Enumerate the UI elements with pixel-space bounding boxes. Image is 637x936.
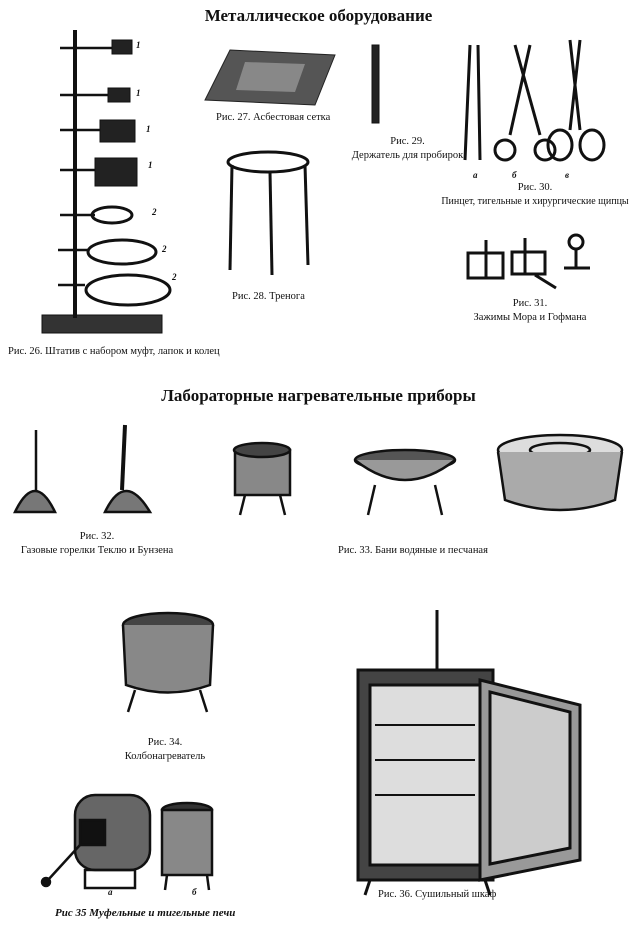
figure-30-tongs-illustration (463, 39, 606, 162)
figure-29-tube-holder-illustration (371, 44, 380, 124)
fig27-caption: Рис. 27. Асбестовая сетка (216, 112, 331, 123)
fig26-caption: Рис. 26. Штатив с набором муфт, лапок и … (8, 346, 220, 357)
fig32-number: Рис. 32. (79, 531, 115, 542)
fig26-label: 1 (146, 124, 151, 134)
fig30-text: Пинцет, тигельные и хирургические щипцы (441, 196, 629, 207)
figure-26-stand-illustration (41, 30, 172, 334)
figure-28-tripod-illustration (226, 150, 310, 276)
figure-32-burners-illustration (13, 424, 153, 514)
fig26-label: 1 (148, 160, 153, 170)
figure-31-clamps-illustration (466, 233, 590, 290)
fig34-caption: Рис. 34. Колбонагреватель (100, 736, 230, 764)
fig35-label: б (192, 887, 197, 897)
fig30-label: в (565, 170, 570, 180)
fig33-caption: Рис. 33. Бани водяные и песчаная (338, 545, 488, 556)
fig32-caption: Рис. 32. Газовые горелки Теклю и Бунзена (2, 530, 192, 558)
fig30-label: а (473, 170, 478, 180)
fig34-text: Колбонагреватель (124, 751, 206, 762)
fig29-text: Держатель для пробирок (351, 150, 464, 161)
figure-34-flask-heater-illustration (121, 611, 215, 713)
fig31-caption: Рис. 31. Зажимы Мора и Гофмана (460, 297, 600, 325)
fig34-number: Рис. 34. (147, 737, 183, 748)
fig26-label: 1 (136, 88, 141, 98)
fig26-label: 1 (136, 40, 141, 50)
figure-36-drying-cabinet-illustration (356, 610, 582, 896)
fig29-caption: Рис. 29. Держатель для пробирок (335, 135, 480, 163)
fig31-text: Зажимы Мора и Гофмана (473, 312, 587, 323)
fig35-caption: Рис 35 Муфельные и тигельные печи (55, 907, 236, 919)
fig30-number: Рис. 30. (517, 182, 553, 193)
fig28-caption: Рис. 28. Тренога (232, 291, 305, 302)
fig31-number: Рис. 31. (512, 298, 548, 309)
section-title-metal-equipment: Металлическое оборудование (204, 6, 433, 25)
figure-35-furnaces-illustration (40, 793, 214, 891)
fig35-label: а (108, 887, 113, 897)
fig36-caption: Рис. 36. Сушильный шкаф (378, 889, 497, 900)
fig26-label: 2 (162, 244, 167, 254)
fig26-label: 2 (172, 272, 177, 282)
figure-33-baths-illustration (232, 433, 624, 516)
section-title-heating-devices: Лабораторные нагревательные приборы (161, 386, 476, 405)
fig30-label: б (512, 170, 517, 180)
fig29-number: Рис. 29. (390, 136, 425, 147)
fig26-label: 2 (152, 207, 157, 217)
fig32-text: Газовые горелки Теклю и Бунзена (20, 545, 174, 556)
fig30-caption: Рис. 30. Пинцет, тигельные и хирургическ… (430, 181, 637, 209)
